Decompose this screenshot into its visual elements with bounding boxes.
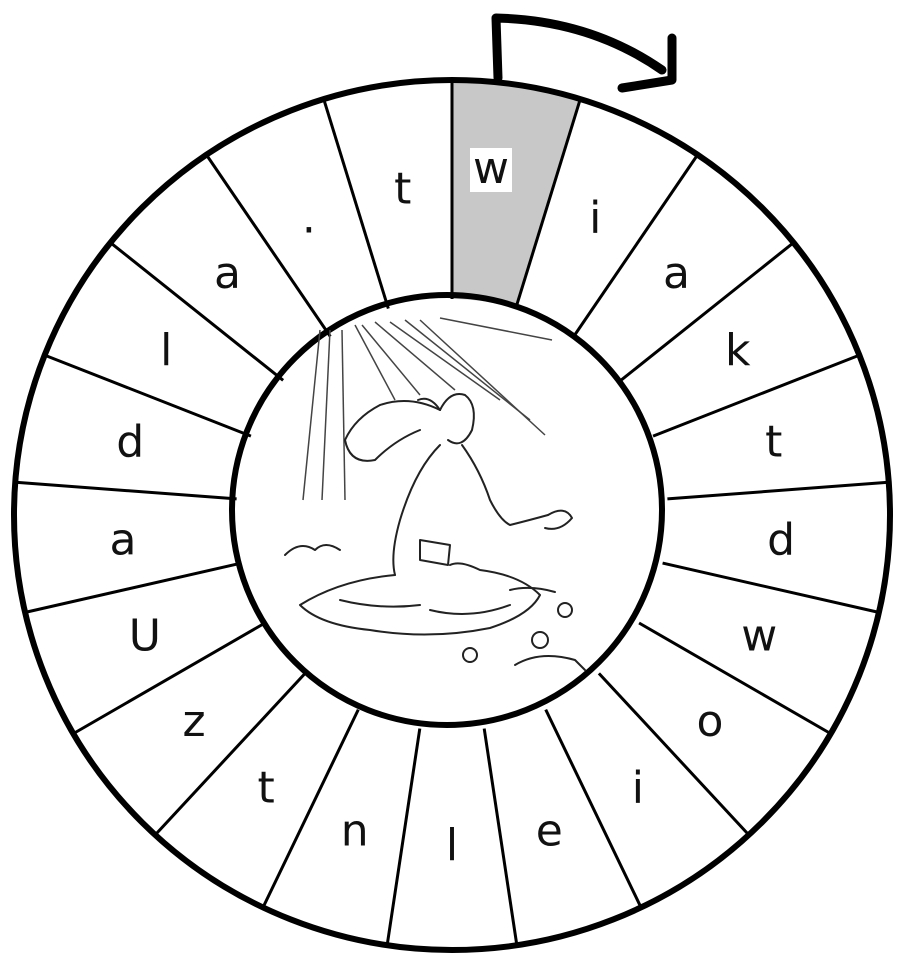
segment-divider <box>574 155 698 337</box>
segment-divider <box>206 155 330 337</box>
wheel-letter: z <box>182 696 205 747</box>
wheel-letter: w <box>741 611 777 662</box>
wheel-letter: a <box>663 248 690 299</box>
start-letter: w <box>473 143 509 194</box>
wheel-letter: t <box>257 763 274 814</box>
wheel-letter: t <box>394 164 411 215</box>
segment-divider <box>663 563 877 612</box>
segment-divider <box>621 243 793 380</box>
segment-divider <box>27 563 241 612</box>
segment-divider <box>74 623 265 733</box>
wheel-letter: l <box>160 325 172 376</box>
wheel-letter: U <box>129 611 161 662</box>
wheel-letter: l <box>446 820 458 871</box>
wheel-letter: d <box>116 417 144 468</box>
inner-ring <box>232 295 662 725</box>
segment-divider <box>667 482 886 498</box>
segment-divider <box>599 673 749 834</box>
segment-divider <box>155 673 305 834</box>
wheel-letter: i <box>632 763 644 814</box>
segment-divider <box>653 356 858 436</box>
wheel-letter: . <box>302 193 316 244</box>
segment-divider <box>17 482 236 498</box>
wheel-letter: i <box>589 193 601 244</box>
segment-divider <box>639 623 830 733</box>
wheel-letter: a <box>214 248 241 299</box>
wheel-letter: n <box>341 805 369 856</box>
wheel-letter: k <box>725 325 751 376</box>
segment-divider <box>46 356 251 436</box>
clockwise-arrow-icon <box>496 18 672 88</box>
wheel-letter: d <box>767 515 795 566</box>
segment-divider <box>387 729 420 947</box>
wheel-letter: a <box>109 515 136 566</box>
wheel-letter: e <box>536 805 563 856</box>
wheel-letter: t <box>765 417 782 468</box>
start-segment-highlight <box>452 79 581 309</box>
wheel-letter: o <box>697 696 724 747</box>
segment-divider <box>484 729 517 947</box>
segment-divider <box>111 243 283 380</box>
segment-dividers <box>17 79 887 946</box>
praying-man-illustration-icon <box>285 318 585 670</box>
segment-divider <box>323 98 388 308</box>
